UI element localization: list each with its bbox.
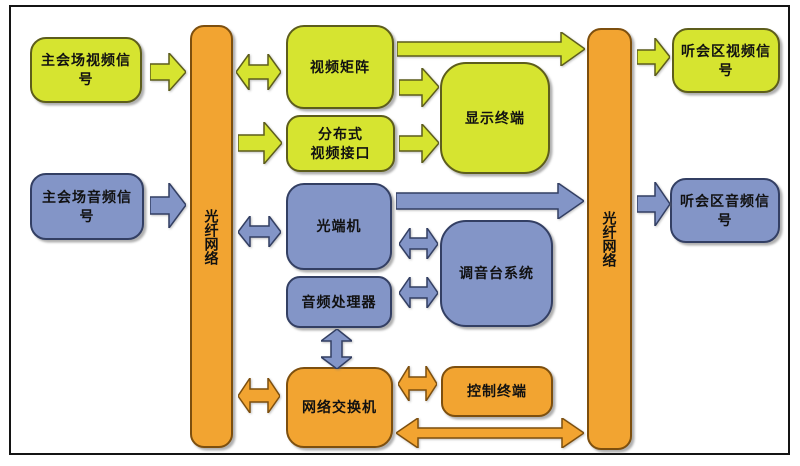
node-optical-transceiver: 光端机 (286, 183, 392, 270)
arrow-fiber-to-dist-interface (238, 122, 282, 164)
arrow-fiber-to-listen-audio (637, 182, 670, 226)
node-label: 光纤网络 (601, 211, 618, 267)
arrow-main-video-to-fiber (150, 53, 186, 91)
node-label: 光端机 (316, 218, 362, 235)
node-main-venue-audio-signal: 主会场音频信 号 (30, 173, 144, 240)
arrow-main-audio-to-fiber (150, 183, 186, 228)
node-audio-processor: 音频处理器 (286, 276, 392, 328)
node-main-venue-video-signal: 主会场视频信 号 (30, 37, 142, 103)
node-label: 听会区音频信 号 (680, 192, 770, 228)
node-label: 音频处理器 (301, 293, 377, 310)
arrow-audio-processor-switch-bidirectional (321, 329, 352, 369)
arrow-optical-to-fiber-right (396, 183, 584, 219)
arrow-fiber-switch-bidirectional (238, 378, 280, 413)
node-mixer-system: 调音台系统 (440, 220, 553, 327)
node-label: 显示终端 (465, 109, 525, 126)
node-label: 听会区视频信 号 (681, 42, 771, 78)
arrow-fiber-video-matrix-bidirectional (236, 54, 281, 90)
node-label: 调音台系统 (459, 265, 534, 282)
node-label: 主会场视频信 号 (41, 52, 131, 87)
arrow-video-matrix-to-display (399, 68, 439, 107)
arrow-fiber-to-listen-video (637, 38, 670, 76)
node-listening-area-audio-signal: 听会区音频信 号 (670, 178, 780, 243)
arrow-optical-mixer-bidirectional (399, 228, 438, 259)
node-distributed-video-interface: 分布式 视频接口 (286, 115, 395, 172)
node-label: 分布式 视频接口 (310, 125, 371, 161)
arrow-audio-processor-mixer-bidirectional (399, 277, 438, 308)
node-label: 控制终端 (467, 383, 527, 400)
node-control-terminal: 控制终端 (441, 366, 553, 417)
node-network-switch: 网络交换机 (286, 367, 393, 448)
arrow-switch-control-bidirectional (398, 366, 437, 401)
node-label: 主会场音频信 号 (42, 188, 132, 224)
arrow-switch-fiber-right-bidirectional (396, 418, 584, 448)
node-fiber-network-right: 光纤网络 (587, 28, 632, 450)
node-label: 视频矩阵 (310, 58, 370, 75)
arrow-dist-interface-to-display (399, 124, 439, 163)
node-listening-area-video-signal: 听会区视频信 号 (672, 28, 780, 93)
node-fiber-network-left: 光纤网络 (190, 25, 233, 448)
node-display-terminal: 显示终端 (440, 62, 550, 174)
arrow-video-matrix-to-fiber-right (397, 32, 585, 66)
node-video-matrix: 视频矩阵 (286, 25, 394, 109)
node-label: 光纤网络 (203, 208, 220, 265)
node-label: 网络交换机 (302, 399, 377, 416)
arrow-fiber-optical-bidirectional (238, 216, 281, 247)
